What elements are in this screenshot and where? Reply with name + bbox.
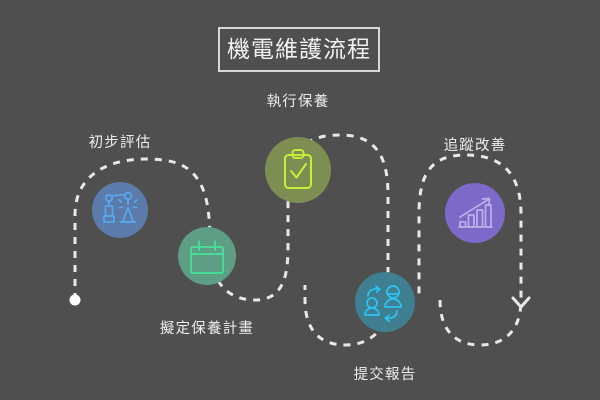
step-2-circle bbox=[178, 227, 236, 285]
step-3-circle bbox=[265, 137, 331, 203]
page-title: 機電維護流程 bbox=[227, 37, 371, 62]
step-5-circle bbox=[445, 183, 505, 243]
step-label-2: 擬定保養計畫 bbox=[159, 321, 255, 337]
step-label-1: 初步評估 bbox=[88, 135, 152, 151]
step-node-5[interactable] bbox=[445, 183, 505, 243]
step-label-4: 提交報告 bbox=[353, 367, 417, 383]
clipboard-check-icon bbox=[284, 149, 312, 189]
start-dot-marker bbox=[69, 294, 81, 306]
step-4-circle bbox=[355, 272, 415, 332]
step-node-2[interactable] bbox=[178, 227, 236, 285]
step-label-5: 追蹤改善 bbox=[443, 138, 507, 154]
people-handover-icon bbox=[364, 285, 402, 322]
growth-chart-icon bbox=[458, 197, 493, 228]
flow-dashed-path bbox=[73, 133, 523, 347]
step-node-3[interactable] bbox=[265, 137, 331, 203]
title-box: 機電維護流程 bbox=[218, 27, 380, 72]
step-1-circle bbox=[92, 182, 148, 238]
calendar-icon bbox=[190, 240, 224, 274]
step-label-3: 執行保養 bbox=[266, 94, 330, 110]
step-node-4[interactable] bbox=[355, 272, 415, 332]
step-node-1[interactable] bbox=[92, 182, 148, 238]
robot-arm-icon bbox=[103, 191, 138, 223]
arrow-down-marker bbox=[511, 296, 531, 309]
